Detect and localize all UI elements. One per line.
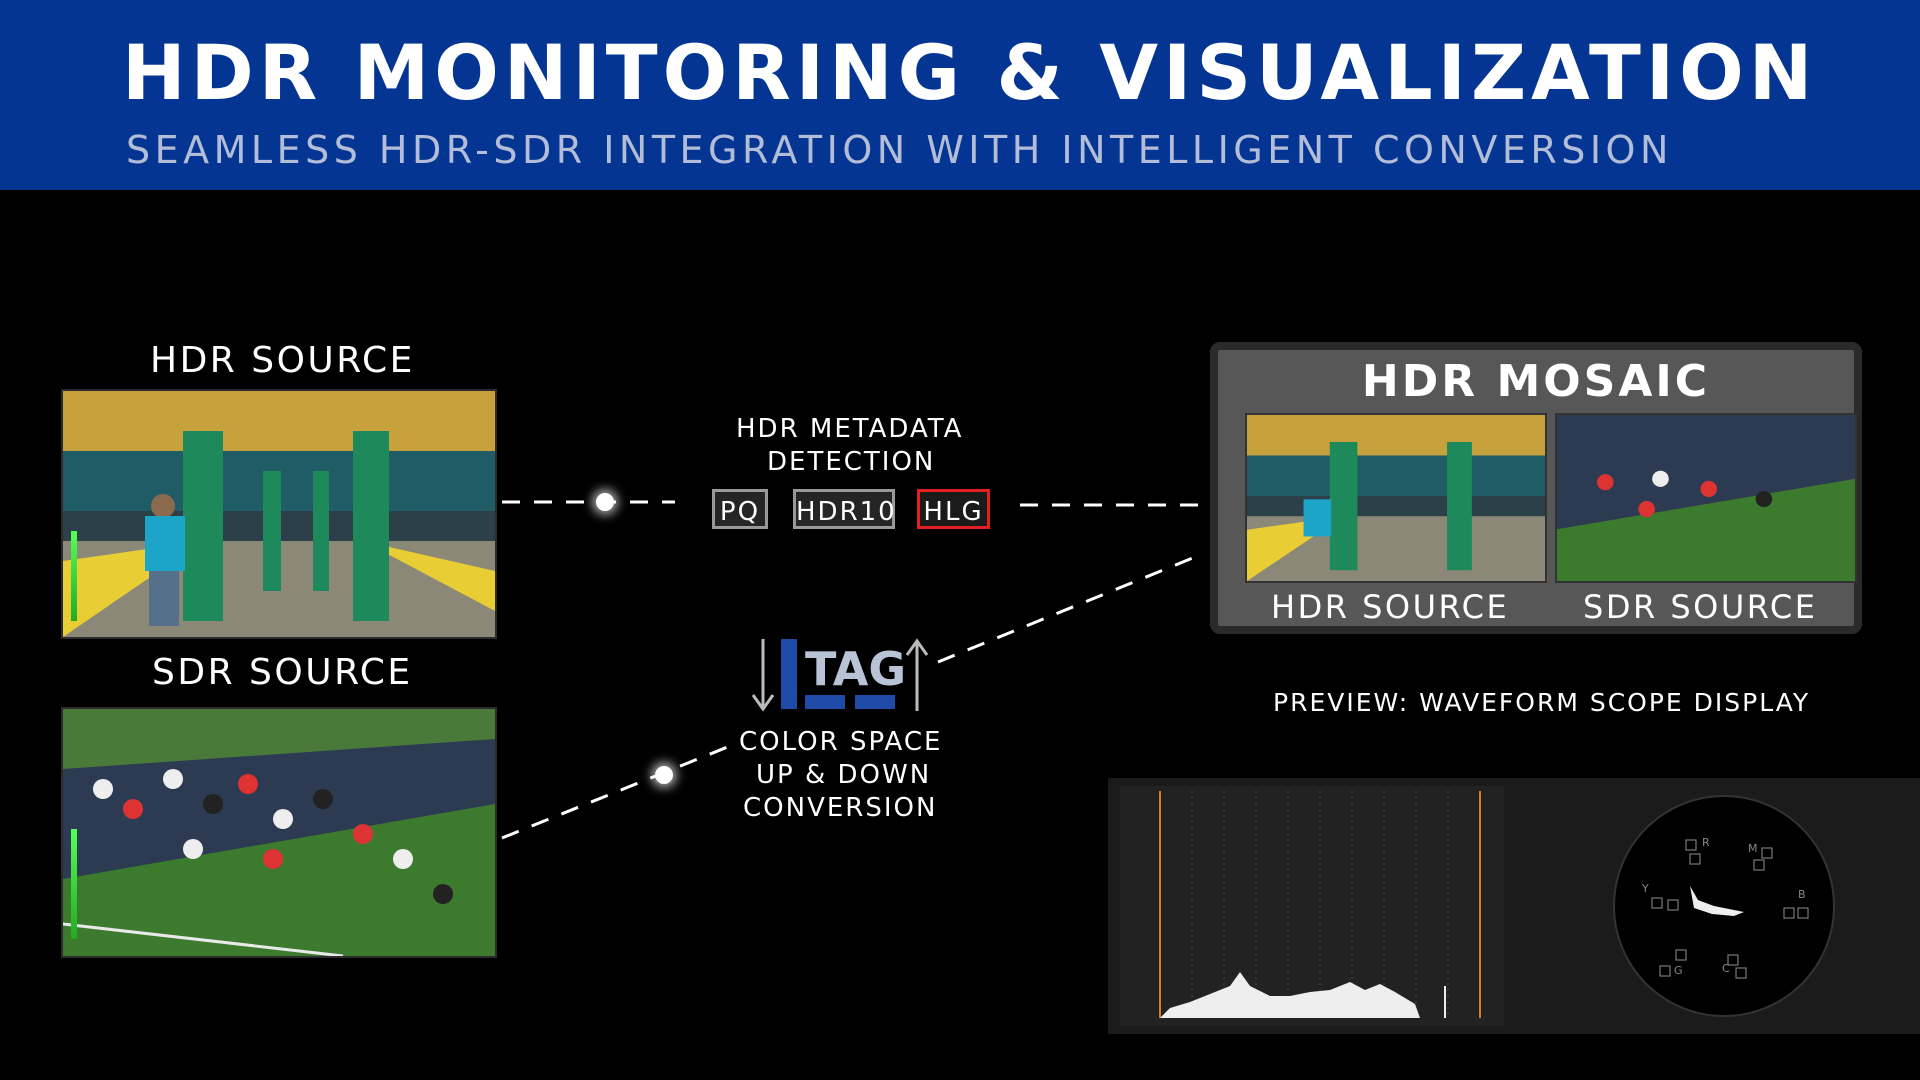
conversion-logo: TAG <box>751 638 929 712</box>
page-subtitle: SEAMLESS HDR-SDR INTEGRATION WITH INTELL… <box>126 128 1673 172</box>
hdr-source-label: HDR SOURCE <box>150 340 415 381</box>
mosaic-subway-image <box>1247 415 1545 581</box>
vs-target-r: R <box>1702 836 1710 849</box>
vs-target-b: B <box>1798 888 1806 901</box>
hdr-audio-meter <box>71 531 77 621</box>
tag-logo-text: TAG <box>805 642 906 696</box>
subway-scene-image <box>63 391 495 637</box>
mosaic-tile2-label: SDR SOURCE <box>1583 588 1818 626</box>
hdr-source-thumbnail <box>61 389 497 639</box>
metadata-label-line2: DETECTION <box>767 447 936 477</box>
scope-display: R M B C G Y <box>1108 778 1920 1034</box>
format-pq[interactable]: PQ <box>712 489 768 529</box>
vs-target-m: M <box>1748 842 1758 855</box>
sdr-source-label: SDR SOURCE <box>152 652 413 693</box>
up-arrow-icon <box>905 638 929 711</box>
conversion-label-line2: UP & DOWN <box>756 760 932 790</box>
vectorscope: R M B C G Y <box>1613 795 1835 1017</box>
mosaic-title: HDR MOSAIC <box>1361 356 1711 407</box>
hdr-mosaic-panel: HDR MOSAIC HDR SOURCE SDR SOURCE <box>1210 342 1862 634</box>
vs-target-y: Y <box>1641 882 1649 895</box>
header-banner: HDR MONITORING & VISUALIZATION SEAMLESS … <box>0 0 1920 190</box>
mosaic-tile-sdr[interactable] <box>1555 413 1857 583</box>
format-hlg[interactable]: HLG <box>917 489 990 529</box>
metadata-label-line1: HDR METADATA <box>736 414 964 444</box>
sdr-audio-meter <box>71 829 77 939</box>
sdr-to-conversion-line <box>501 744 731 840</box>
flow-dot-sdr <box>655 766 673 784</box>
vs-target-c: C <box>1722 962 1730 975</box>
mosaic-football-image <box>1557 415 1855 581</box>
conversion-to-mosaic-line <box>937 553 1201 664</box>
flow-dot-hdr <box>596 493 614 511</box>
format-hdr10[interactable]: HDR10 <box>793 489 895 529</box>
waveform-scope <box>1120 786 1504 1026</box>
page-title: HDR MONITORING & VISUALIZATION <box>122 28 1818 117</box>
vs-target-g: G <box>1674 964 1683 977</box>
conversion-label-line3: CONVERSION <box>743 793 938 823</box>
mosaic-tile1-label: HDR SOURCE <box>1271 588 1510 626</box>
conversion-label-line1: COLOR SPACE <box>739 727 943 757</box>
football-scene-image <box>63 709 495 956</box>
mosaic-tile-hdr[interactable] <box>1245 413 1547 583</box>
down-arrow-icon <box>751 639 775 712</box>
sdr-source-thumbnail <box>61 707 497 958</box>
preview-label: PREVIEW: WAVEFORM SCOPE DISPLAY <box>1273 688 1811 717</box>
